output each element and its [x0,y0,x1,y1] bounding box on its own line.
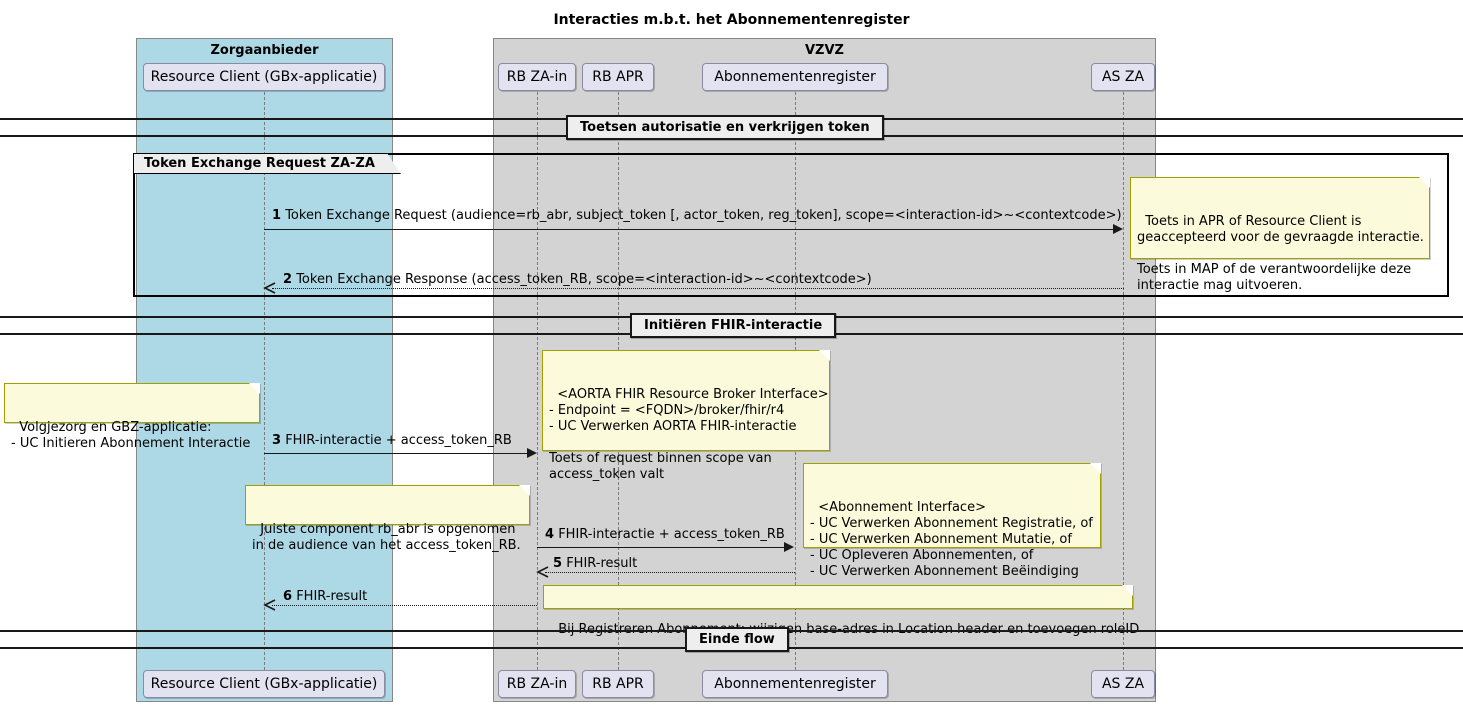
participant-label: RB APR [592,676,644,692]
message-5-label: 5 FHIR-result [553,556,637,572]
participant-label: Resource Client (GBx-applicatie) [150,676,378,692]
message-3-line [264,453,528,454]
participant-label: Abonnementenregister [714,676,876,692]
note-fold-icon [1419,177,1430,188]
divider-initieren-fhir: Initiëren FHIR-interactie [630,313,837,338]
note-text: <Abonnement Interface> - UC Verwerken Ab… [810,500,1093,579]
note-fold-icon [819,350,830,361]
message-1-line [264,229,1114,230]
participant-label: RB ZA-in [506,69,568,85]
divider-toetsen-autorisatie: Toetsen autorisatie en verkrijgen token [566,115,884,140]
message-5-text: FHIR-result [566,556,638,571]
participant-label: AS ZA [1101,69,1145,85]
message-1-number: 1 [272,208,282,223]
message-2-arrowhead [263,282,276,294]
participant-foot-abonnementenregister[interactable]: Abonnementenregister [702,670,888,698]
message-6-label: 6 FHIR-result [283,589,367,605]
participant-label: Resource Client (GBx-applicatie) [150,69,378,85]
participant-head-rb-apr[interactable]: RB APR [582,63,654,91]
message-3-number: 3 [272,433,282,448]
message-1-text: Token Exchange Request (audience=rb_abr,… [285,208,1122,223]
note-toets-apr-map: Toets in APR of Resource Client is geacc… [1130,177,1430,293]
message-2-number: 2 [283,272,293,287]
divider-einde-flow: Einde flow [685,627,789,652]
participant-head-abonnementenregister[interactable]: Abonnementenregister [702,63,888,91]
message-4-text: FHIR-interactie + access_token_RB [558,527,785,542]
note-aorta-fhir-resource-broker-interface: <AORTA FHIR Resource Broker Interface> -… [542,350,830,482]
participant-foot-as-za[interactable]: AS ZA [1091,670,1155,698]
lifeline-rb-za-in [537,92,538,670]
note-fold-icon [519,485,530,496]
frame-label-token-exchange-request: Token Exchange Request ZA-ZA [133,153,401,174]
message-3-arrowhead [527,448,537,458]
participant-label: RB ZA-in [506,676,568,692]
participant-foot-resource-client[interactable]: Resource Client (GBx-applicatie) [143,670,385,698]
group-title-vzvz: VZVZ [805,43,844,58]
message-2-text: Token Exchange Response (access_token_RB… [296,272,872,287]
note-text: <AORTA FHIR Resource Broker Interface> -… [549,387,829,482]
message-3-text: FHIR-interactie + access_token_RB [285,433,512,448]
note-bij-registreren-abonnement: Bij Registreren Abonnement: wijzigen bas… [543,585,1139,637]
message-6-text: FHIR-result [296,589,368,604]
message-3-label: 3 FHIR-interactie + access_token_RB [272,433,512,449]
message-6-number: 6 [283,589,293,604]
note-fold-icon [1090,463,1101,474]
participant-label: AS ZA [1101,676,1145,692]
message-1-label: 1 Token Exchange Request (audience=rb_ab… [272,208,1122,224]
participant-foot-rb-za-in[interactable]: RB ZA-in [498,670,576,698]
participant-head-resource-client[interactable]: Resource Client (GBx-applicatie) [143,63,385,91]
note-fold-icon [249,383,260,394]
participant-foot-rb-apr[interactable]: RB APR [582,670,654,698]
lifeline-as-za [1123,92,1124,670]
diagram-title: Interacties m.b.t. het Abonnementenregis… [553,12,910,28]
message-4-line [537,547,785,548]
group-title-zorgaanbieder: Zorgaanbieder [210,43,319,58]
participant-head-rb-za-in[interactable]: RB ZA-in [498,63,576,91]
note-text: Bij Registreren Abonnement: wijzigen bas… [558,622,1140,637]
message-6-line [272,605,537,606]
note-volgjezorg-gbz: Volgjezorg en GBZ-applicatie: - UC Initi… [4,383,260,451]
message-5-arrowhead [536,566,549,578]
lifeline-resource-client [264,92,265,670]
message-5-number: 5 [553,556,563,571]
message-5-line [545,572,795,573]
message-4-number: 4 [545,527,555,542]
participant-head-as-za[interactable]: AS ZA [1091,63,1155,91]
note-fold-icon [1122,585,1133,596]
note-text: Toets in APR of Resource Client is geacc… [1137,214,1424,293]
note-juiste-component-rb-abr: Juiste component rb_abr is opgenomen in … [245,485,530,553]
note-text: Volgjezorg en GBZ-applicatie: - UC Initi… [11,420,251,451]
message-4-arrowhead [784,542,794,552]
message-4-label: 4 FHIR-interactie + access_token_RB [545,527,785,543]
participant-label: RB APR [592,69,644,85]
frame-token-exchange-request [133,153,1449,297]
note-text: Juiste component rb_abr is opgenomen in … [252,522,521,553]
note-abonnement-interface: <Abonnement Interface> - UC Verwerken Ab… [803,463,1101,579]
participant-label: Abonnementenregister [714,69,876,85]
message-1-arrowhead [1113,224,1123,234]
message-6-arrowhead [263,599,276,611]
message-2-label: 2 Token Exchange Response (access_token_… [283,272,872,288]
message-2-line [272,288,1124,289]
